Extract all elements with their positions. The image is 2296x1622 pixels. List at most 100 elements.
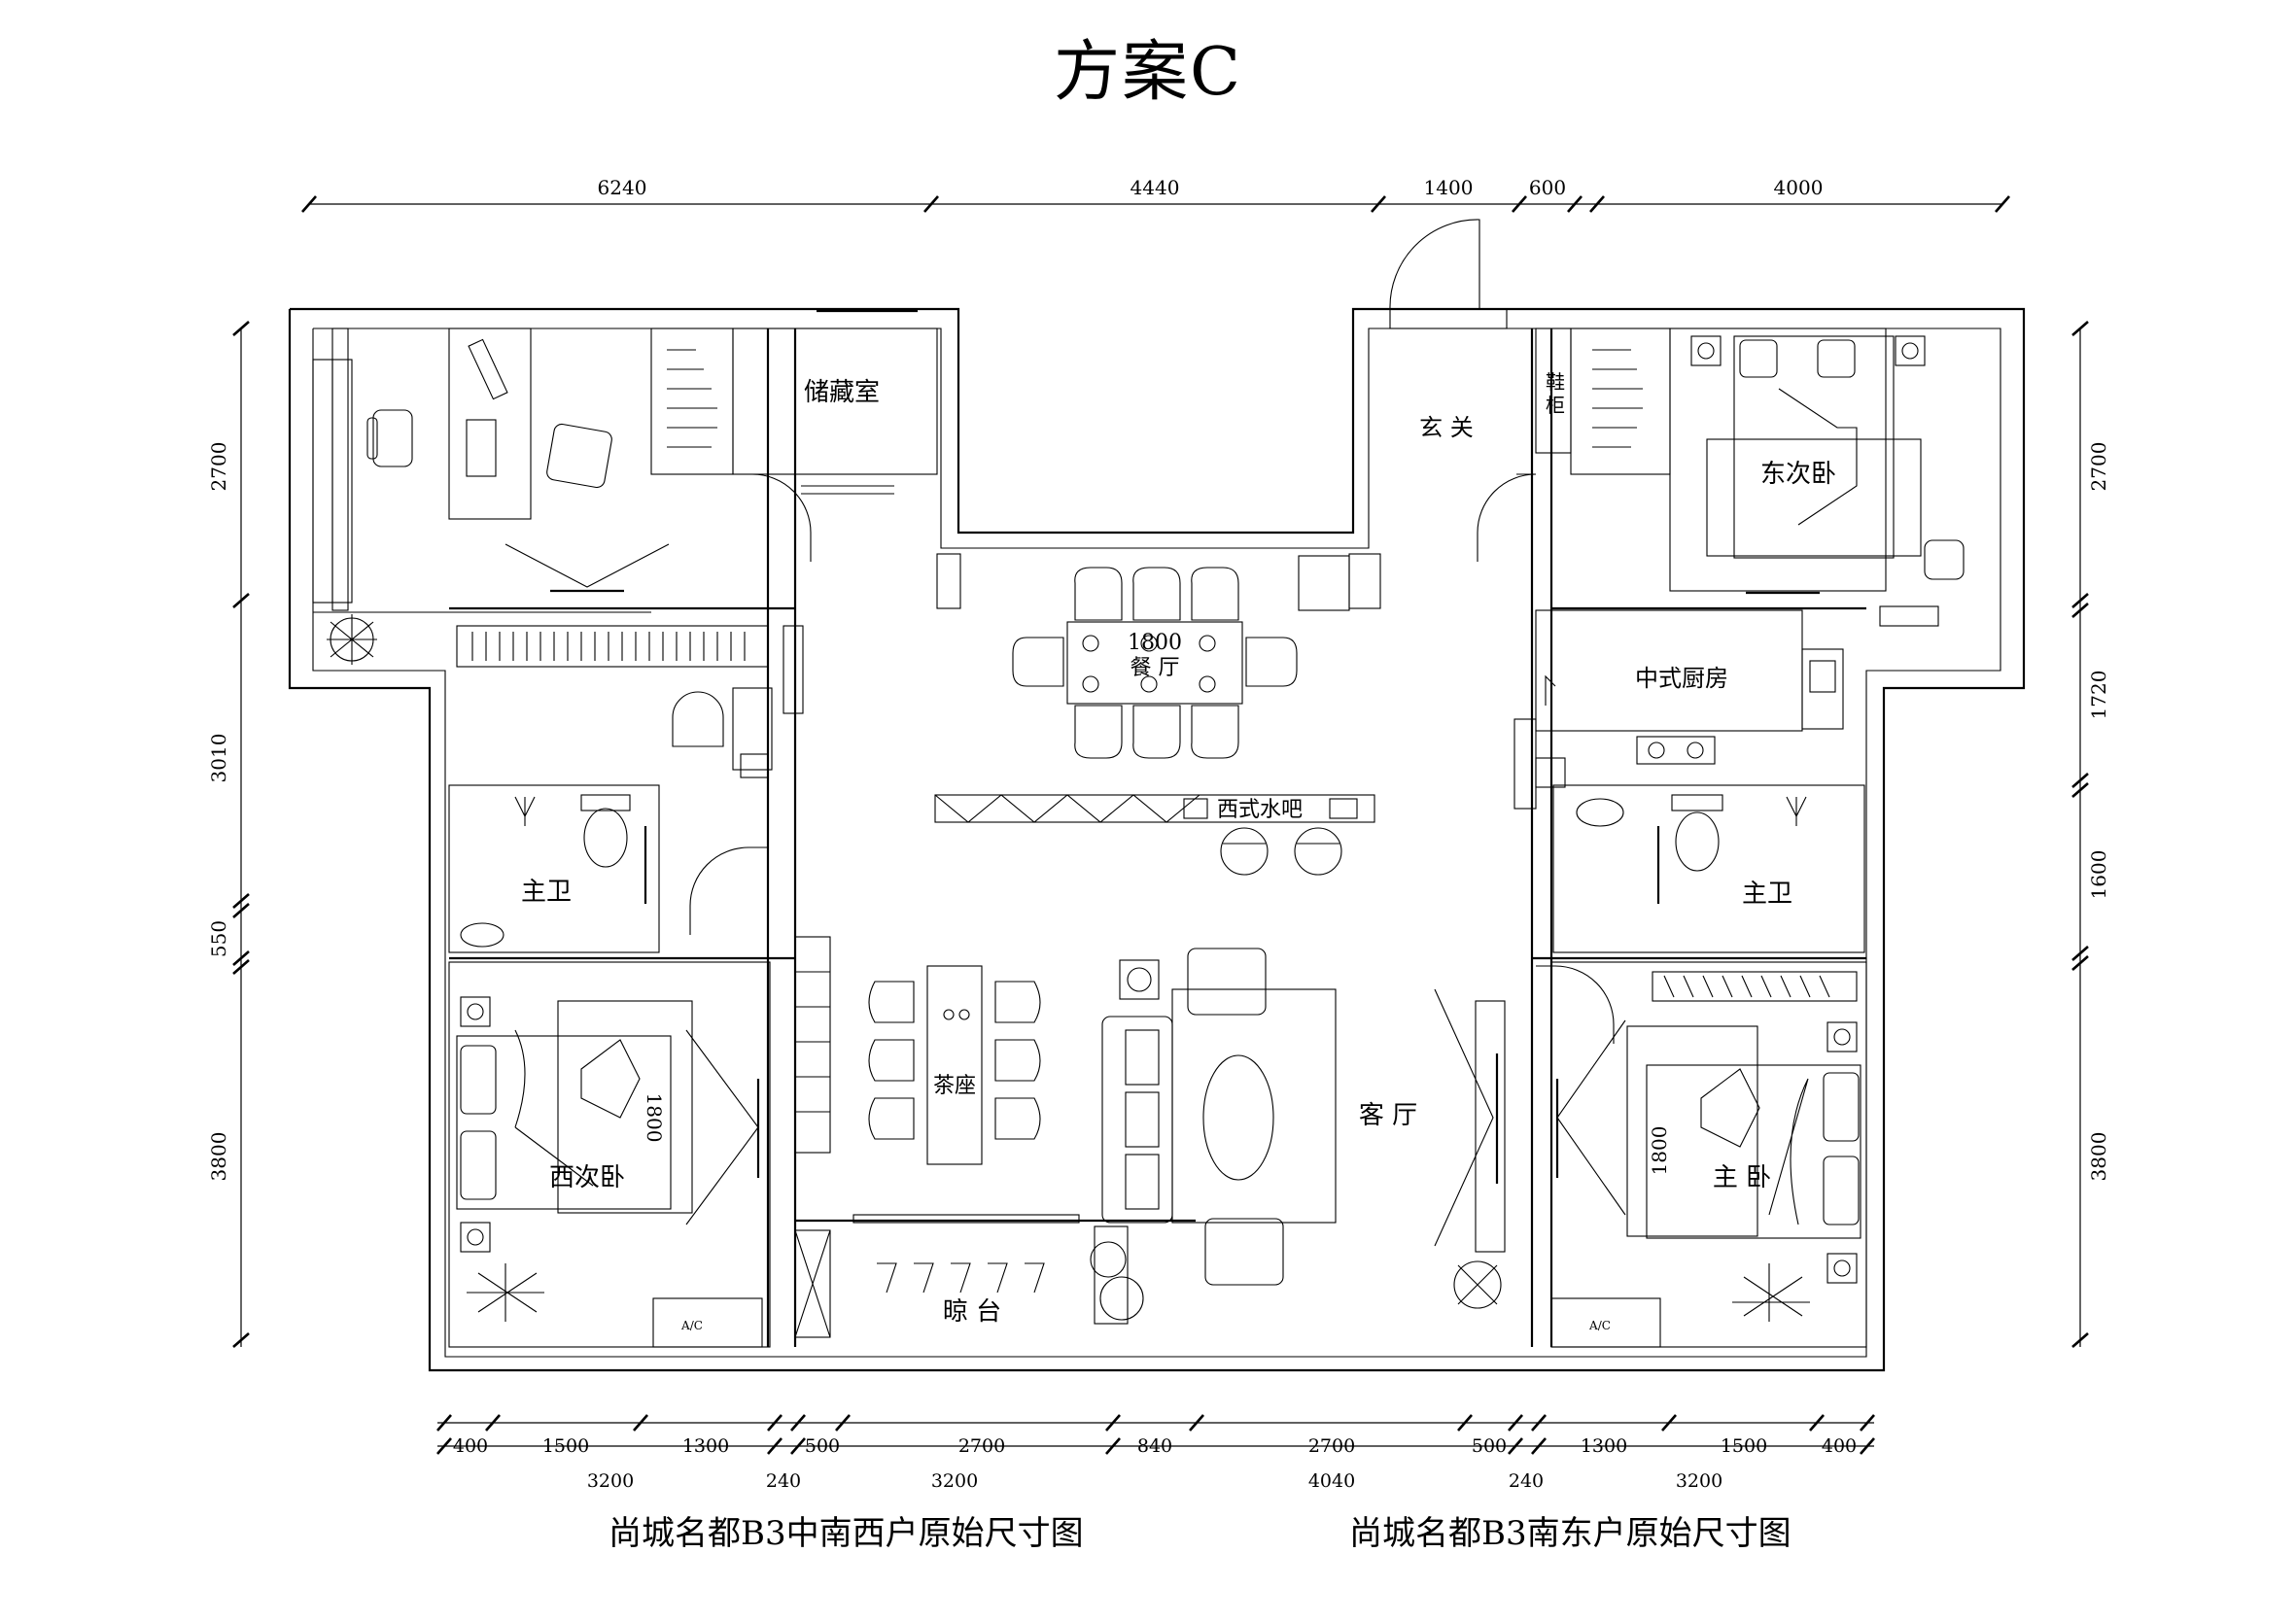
western-bar: 西式水吧 [934,794,1375,876]
tv-sightline-w [685,1029,759,1225]
east-bedroom-door [1477,473,1537,562]
ac-unit-ne [1879,605,1939,627]
bar-sink-icon [1183,798,1208,819]
area-rug [1171,988,1337,1224]
monitor-icon [468,338,508,400]
east-bedroom: 鞋 柜 东次卧 [1477,328,1965,627]
tea-area-label: 茶座 [933,1074,976,1098]
dim-left-1: 2700 [207,442,230,492]
master-bedroom: 1800 主 卧 A/C [1550,961,1867,1348]
master-bath-w-label: 主卫 [521,878,572,907]
dining-label: 餐 厅 [1131,656,1180,680]
floor-lamp-icon-e [1732,1263,1810,1322]
bottom-dimension: 400 1500 1300 500 2700 840 2700 500 1300… [436,1414,1875,1492]
top-dimension: 6240 4440 1400 600 4000 [301,176,2010,213]
living-room: 客 厅 [1101,948,1506,1309]
toilet-icon-e [1671,794,1723,872]
chinese-kitchen-label: 中式厨房 [1635,665,1728,692]
wardrobe-hangers [667,349,717,448]
tv-sightline-living [1434,988,1494,1247]
sofa-icon [1101,1016,1173,1224]
dim-bottom-9: 1300 [1581,1435,1627,1457]
armchair-living-1 [1187,948,1267,1016]
bed-west [456,1035,672,1210]
toilet-icon-w [580,794,631,868]
east-bedroom-label: 东次卧 [1760,460,1836,489]
master-bedroom-label: 主 卧 [1713,1163,1771,1192]
west-closet [456,625,804,778]
dim-bottom-11: 400 [1822,1435,1857,1457]
bed-east [1733,335,1895,559]
wardrobe-master [1652,971,1858,1002]
dining-table [1066,621,1243,705]
bed-master [1646,1064,1861,1239]
east-master-bath: 主卫 [1536,784,1865,1044]
bar-stool-icon [1220,827,1269,876]
balcony: 晾 台 [794,1225,1144,1338]
dim-bottom-7: 2700 [1308,1435,1355,1457]
tv-cabinet [1475,1000,1506,1253]
plan-title: 方案C [1053,34,1243,111]
bed-size-w: 1800 [643,1093,666,1143]
bar-appliance-icon [1329,798,1358,819]
west-bedroom: 1800 西次卧 A/C [448,961,771,1348]
dim-bottom-8: 500 [1472,1435,1507,1457]
decor-pillow-icon [580,1039,641,1119]
dim-bottom-total-1: 3200 [587,1470,634,1492]
dim-top-2: 4440 [1131,176,1180,199]
armchair-living-2 [1204,1218,1284,1286]
dim-bottom-total-3: 3200 [931,1470,978,1492]
vanity-chair-icon [672,691,724,747]
dim-bottom-total-4: 4040 [1308,1470,1355,1492]
dim-bottom-total-5: 240 [1509,1470,1544,1492]
dim-bottom-1: 400 [453,1435,488,1457]
foyer: 玄 关 [936,219,1508,611]
balcony-hangers [877,1262,1045,1294]
dim-right-1: 2700 [2087,442,2110,492]
dim-right-4: 3800 [2087,1132,2110,1182]
storage-label: 储藏室 [804,378,880,407]
dim-left-2: 3010 [207,734,230,783]
shoe-cabinet-label-2: 柜 [1546,394,1565,417]
dim-bottom-5: 2700 [958,1435,1005,1457]
cooktop-icon [1636,736,1716,765]
dim-top-4: 600 [1529,176,1566,199]
tv-sightline-e [1556,1019,1626,1216]
tea-table [926,965,983,1165]
bar-stool-icon-2 [1294,827,1342,876]
study-door-swing [733,473,812,562]
balcony-label: 晾 台 [943,1297,1001,1327]
ac-label-w: A/C [680,1319,703,1332]
dim-left-4: 3800 [207,1132,230,1182]
desk-chair-icon [366,409,413,467]
foyer-label: 玄 关 [1419,414,1474,441]
decor-pillow-icon-e [1700,1068,1760,1148]
living-room-label: 客 厅 [1359,1101,1417,1130]
dim-right-3: 1600 [2087,850,2110,900]
dim-top-1: 6240 [598,176,647,199]
chinese-kitchen: 中式厨房 [1513,609,1844,810]
left-dimension: 2700 3010 550 3800 [207,321,250,1348]
table-size-label: 1800 [1128,631,1182,655]
kitchen-sink-icon [1801,648,1844,730]
study-room [312,328,812,665]
dim-top-5: 4000 [1774,176,1824,199]
west-bedroom-label: 西次卧 [549,1163,625,1192]
washer-icon [1090,1241,1127,1278]
shoe-cabinet-label-1: 鞋 [1546,370,1565,394]
basin-icon-e [1576,798,1624,827]
storage-room: 储藏室 [732,309,938,495]
bath-door-e [1536,965,1615,1044]
dim-bottom-total-2: 240 [766,1470,801,1492]
caption-right: 尚城名都B3南东户原始尺寸图 [1349,1514,1792,1553]
glass-shelf [794,936,831,1154]
ac-unit-sw [652,1297,763,1348]
wardrobe-hangers-east [1592,349,1643,448]
caption-left: 尚城名都B3中南西户原始尺寸图 [609,1514,1084,1553]
dim-bottom-6: 840 [1137,1435,1172,1457]
dim-top-3: 1400 [1424,176,1474,199]
dim-bottom-4: 500 [805,1435,840,1457]
coffee-table [1202,1054,1274,1181]
dim-bottom-total-6: 3200 [1676,1470,1722,1492]
